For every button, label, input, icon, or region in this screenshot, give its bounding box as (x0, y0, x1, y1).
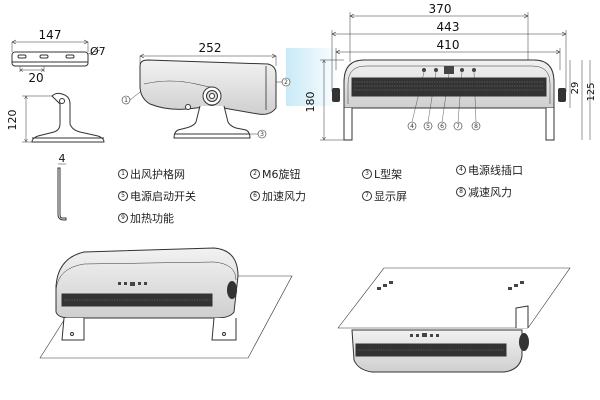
dim-front-370: 370 (429, 2, 452, 16)
callout-6: 6 (440, 123, 444, 130)
dim-front-410: 410 (437, 38, 460, 52)
callout-1: 1 (124, 97, 128, 104)
callout-3: 3 (260, 131, 264, 138)
dim-body-width: 252 (199, 41, 222, 55)
dim-bracket-thick: 4 (59, 152, 66, 165)
bracket-side-view (22, 92, 105, 143)
dim-side-width: 147 (39, 28, 62, 42)
dim-bracket-height: 120 (6, 110, 19, 131)
dim-front-29: 29 (570, 82, 581, 95)
dimension-labels: 147 Ø7 20 252 120 4 370 443 410 180 29 1… (6, 2, 597, 165)
isometric-ceiling-view (337, 267, 571, 373)
side-view (129, 53, 286, 139)
bracket-top-view (11, 39, 101, 72)
dim-side-dia: Ø7 (90, 45, 106, 58)
front-view (320, 12, 591, 141)
callout-7: 7 (456, 123, 460, 130)
dim-front-125: 125 (586, 82, 597, 101)
callout-8: 8 (474, 123, 478, 130)
dim-front-443: 443 (437, 20, 460, 34)
callout-2: 2 (284, 79, 288, 86)
callout-markers: 1 2 3 4 5 6 7 8 (121, 77, 481, 139)
bracket-thickness-view (57, 163, 67, 221)
callout-5: 5 (426, 123, 430, 130)
dim-front-180: 180 (304, 92, 317, 113)
isometric-floor-view (39, 247, 293, 359)
callout-4: 4 (410, 123, 414, 130)
dim-side-pitch: 20 (28, 71, 43, 85)
